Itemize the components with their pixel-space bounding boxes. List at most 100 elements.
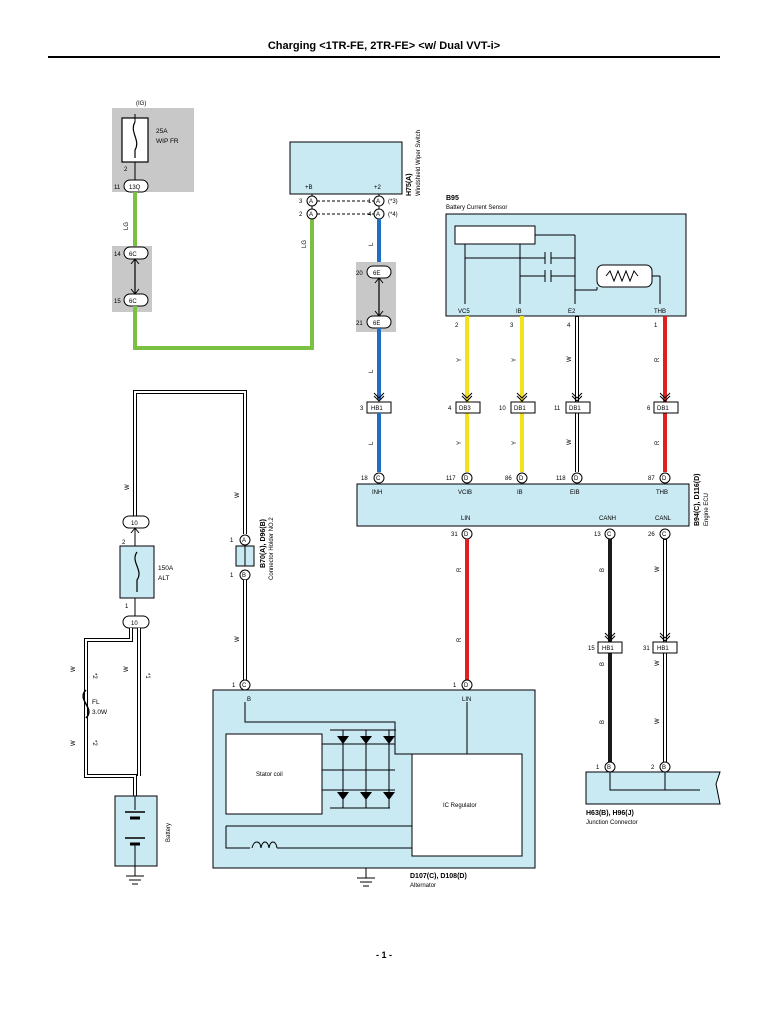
diagram-label: A — [309, 199, 313, 205]
conn-13q-pin: 11 — [114, 185, 121, 191]
diagram-path — [659, 392, 671, 402]
diagram-label: 6C — [129, 299, 137, 305]
diagram-label: R — [655, 440, 661, 445]
diagram-label: C — [376, 476, 381, 482]
diagram-label: 1 — [368, 199, 372, 205]
diagram-path — [605, 269, 639, 283]
fuse-wip-icon — [132, 121, 138, 158]
diagram-label: 1 — [230, 538, 234, 544]
diagram-label: 10 — [499, 406, 506, 412]
diagram-path — [609, 772, 700, 791]
field-coil-icon — [251, 841, 278, 849]
diagram-label: B — [247, 697, 251, 703]
junction-box — [585, 771, 721, 805]
diagram-label: R — [655, 357, 661, 362]
diagram-label: W — [125, 484, 131, 490]
battery-box — [114, 795, 158, 867]
diagram-label: 13 — [594, 532, 601, 538]
diagram-label: D — [464, 532, 469, 538]
sensor-connectors: 4 DB3 10 DB1 11 DB1 6 DB1 — [448, 392, 679, 414]
diagram-label: 3 — [510, 323, 514, 329]
diagram-path — [133, 390, 247, 534]
diagram-circle — [659, 472, 671, 484]
conn-hb1-canl — [652, 641, 678, 654]
diagram-label: W — [655, 660, 661, 666]
wiper-conn-a3 — [373, 195, 385, 207]
diagram-label: 1 — [654, 323, 658, 329]
diagram-label: DB1 — [657, 406, 669, 412]
diagram-label: A — [376, 212, 380, 218]
battery-ground-icon — [126, 875, 144, 885]
diagram-label: IC Regulator — [443, 803, 477, 809]
diagram-label: FL — [92, 699, 100, 706]
diagram-label: 31 — [451, 532, 458, 538]
diagram-label: (*3) — [388, 199, 398, 205]
diagram-path — [461, 392, 473, 402]
alternator-ground-icon — [357, 877, 375, 887]
battery-label: Battery — [166, 823, 172, 842]
diagram-label: ALT — [158, 575, 169, 582]
diagram-path — [134, 391, 246, 534]
conn-6e-top-pin: 20 — [356, 271, 363, 277]
diagram-label: Stator coil — [256, 772, 283, 778]
diagram-label: 6E — [373, 271, 380, 277]
diagram-label: Y — [512, 358, 518, 362]
diagram-path — [516, 392, 528, 402]
diagram-label: A — [242, 538, 246, 544]
fuse-wip-rating: 25A — [156, 128, 168, 135]
conn-6c-top-pin: 14 — [114, 252, 121, 258]
conn-holder-code: B70(A), D96(B) — [260, 519, 267, 568]
diagram-label: IB — [517, 490, 523, 496]
diagram-label: 6 — [647, 406, 651, 412]
conn-db1-e2 — [565, 401, 591, 414]
diagram-label: W — [71, 740, 77, 746]
wiper-switch-box — [289, 141, 403, 195]
diagram-path — [85, 628, 136, 796]
diagram-label: DB3 — [459, 406, 471, 412]
diagram-label: L — [369, 369, 375, 373]
alternator-code: D107(C), D108(D) — [410, 873, 467, 880]
diagram-label: CANH — [599, 516, 616, 522]
fuse-wip-name: WIP FR — [156, 138, 179, 145]
diagram-label: D — [519, 476, 524, 482]
diagram-label: D — [662, 476, 667, 482]
diagram-label: 18 — [361, 476, 368, 482]
wire-lg-label-1: LG — [124, 222, 130, 230]
fuse-alt-block — [119, 545, 155, 599]
alternator-name: Alternator — [410, 883, 436, 889]
diagram-label: 15 — [588, 646, 595, 652]
rectifier-diodes-icon — [322, 729, 396, 809]
diagram-circle — [571, 472, 583, 484]
diagram-label: E2 — [568, 309, 576, 315]
diagram-label: C — [242, 683, 247, 689]
diagram-path — [130, 527, 140, 534]
diagram-label: Y — [512, 441, 518, 445]
diagram-label: 2 — [455, 323, 459, 329]
conn-holder-name: Connector Holder NO.2 — [269, 517, 275, 580]
diagram-label: *1 — [144, 673, 150, 679]
diagram-label: R — [457, 567, 463, 572]
conn-db1-thb — [653, 401, 679, 414]
diagram-label: THB — [654, 309, 666, 315]
diagram-label: 3.0W — [92, 709, 108, 716]
diagram-label: 2 — [122, 540, 126, 546]
diagram-label: W — [235, 492, 241, 498]
page-title: Charging <1TR-FE, 2TR-FE> <w/ Dual VVT-i… — [267, 40, 501, 52]
diagram-label: B — [607, 765, 611, 771]
diagram-label: HB1 — [602, 646, 614, 652]
diagram-label: HB1 — [657, 646, 669, 652]
diagram-label: L — [369, 441, 375, 445]
diagram-label: L — [369, 242, 375, 246]
diagram-circle — [461, 472, 473, 484]
diagram-label: 87 — [648, 476, 655, 482]
fuse-alt-icon — [134, 551, 140, 592]
conn-db3 — [455, 401, 481, 414]
diagram-label: 2 — [651, 765, 655, 771]
diagram-label: W — [655, 566, 661, 572]
ecu-top-connectors: 18 C INH 117 D VCIB 86 D IB 118 D EIB 87… — [361, 472, 671, 496]
diagram-label: W — [235, 636, 241, 642]
diagram-label: 3 — [360, 406, 364, 412]
ic-regulator — [411, 753, 523, 857]
diagram-label: W — [567, 439, 573, 445]
sensor-name: Battery Current Sensor — [446, 205, 507, 211]
